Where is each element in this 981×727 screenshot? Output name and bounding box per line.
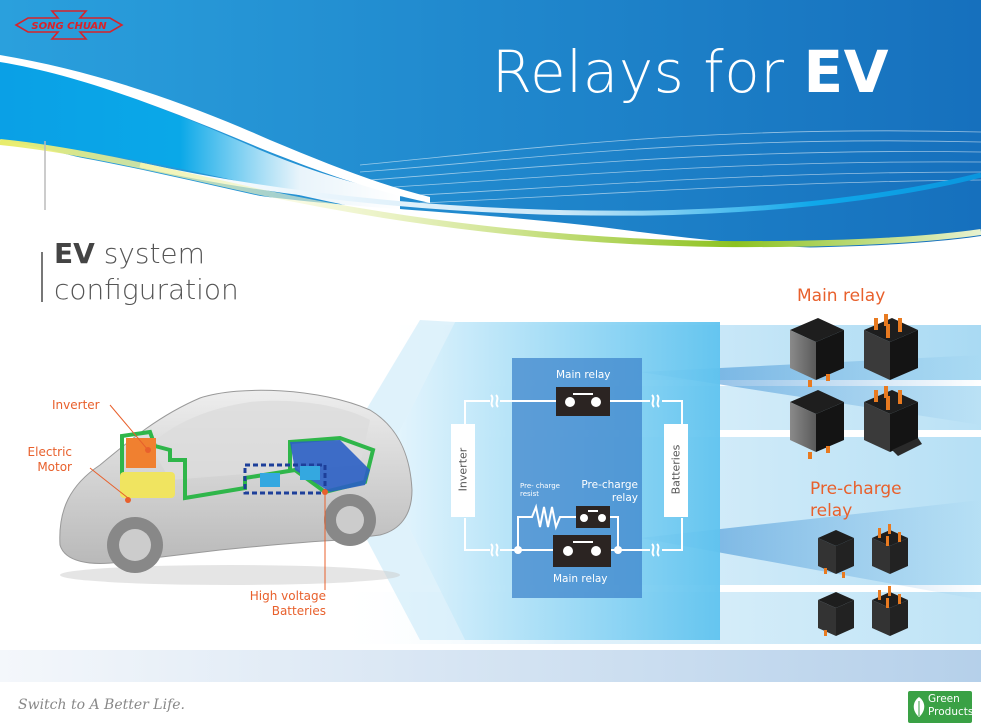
main-relay-top-label: Main relay [556,369,611,381]
title-light: Relays for [491,38,804,106]
motor-part [120,472,175,498]
section-title-rest: system [94,237,205,270]
motor-label-line2: Motor [37,460,72,474]
leaf-icon [913,697,925,717]
diagram-batteries-label: Batteries [669,444,683,495]
badge-text: Green Products [928,693,973,719]
precharge-relay-product-4 [872,586,908,636]
precharge-heading-line1: Pre-charge [810,479,902,499]
precharge-heading-line2: relay [810,501,853,521]
motor-label-line1: Electric [27,445,72,459]
brand-name: SONG CHUAN [31,21,107,32]
badge-line2: Products [928,706,974,718]
section-title-line2: configuration [54,273,239,306]
badge-line1: Green [928,693,960,705]
batteries-label-line1: High voltage [249,589,326,603]
circuit-diagram [464,387,683,567]
precharge-relay-product-2 [872,524,908,574]
main-relay-bottom-symbol [553,535,611,567]
ev-car-illustration [59,389,413,590]
precharge-resist-line1: Pre- charge [520,482,560,490]
main-relay-product-3 [790,390,844,459]
main-relay-heading: Main relay [797,286,886,306]
precharge-resist-line2: resist [520,490,540,498]
diagram-batteries-box [664,424,688,517]
precharge-relay-line1: Pre-charge [581,479,638,491]
diagram-inverter-label: Inverter [456,447,470,492]
precharge-relay-label: Pre-charge relay [578,479,638,505]
precharge-relay-heading: Pre-charge relay [810,478,902,522]
main-relay-top-symbol [556,387,610,416]
green-products-badge: Green Products [908,691,973,723]
precharge-relay-line2: relay [611,492,638,504]
section-title: EV system configuration [54,236,239,308]
tagline: Switch to A Better Life. [18,697,185,713]
electric-motor-label: Electric Motor [24,445,72,475]
diagram-inverter-box [451,424,475,517]
precharge-resist-label: Pre- charge resist [520,482,560,498]
main-relay-product-1 [790,318,844,387]
batteries-label: High voltage Batteries [226,589,326,619]
page-title: Relays for EV [492,38,889,106]
main-relay-product-2 [864,314,918,380]
section-title-bold: EV [54,237,95,270]
main-relay-bottom-label: Main relay [553,573,608,585]
precharge-relay-product-1 [818,530,854,578]
song-chuan-logo: SONG CHUAN [14,10,124,40]
main-relay-product-4 [864,386,922,456]
batteries-label-line2: Batteries [271,604,326,618]
inverter-label: Inverter [52,398,100,412]
precharge-relay-symbol [576,506,610,528]
title-bold: EV [803,38,889,106]
relay-products [790,314,922,636]
precharge-relay-product-3 [818,592,854,636]
inverter-part [126,438,156,468]
